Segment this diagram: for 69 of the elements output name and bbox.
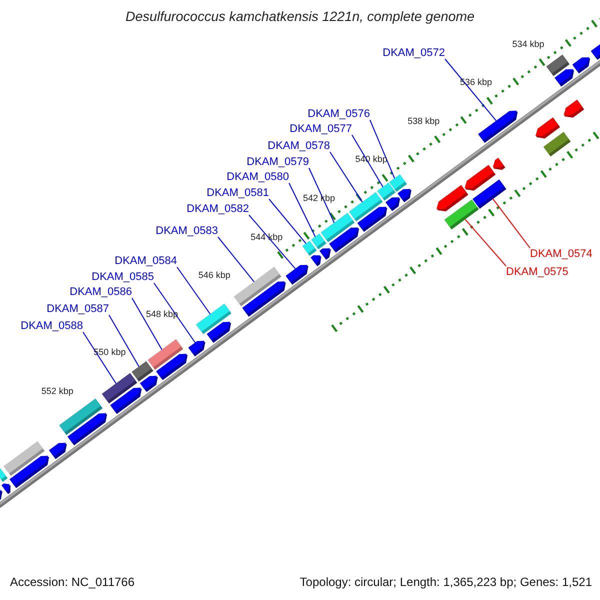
gene-block — [242, 281, 286, 317]
gene-block — [10, 456, 50, 488]
leader-line — [248, 214, 296, 270]
leader-line — [464, 218, 506, 266]
gene-block — [386, 197, 400, 212]
gene-block — [140, 376, 158, 392]
leader-line — [492, 198, 530, 248]
gene-label: DKAM_0579 — [246, 156, 309, 168]
gene-label: DKAM_0576 — [308, 108, 370, 120]
gene-block — [310, 255, 322, 266]
leader-line — [218, 236, 255, 282]
scale-label: 538 kbp — [408, 116, 440, 126]
leader-line — [268, 198, 306, 244]
gene-block — [492, 158, 506, 170]
leader-line — [132, 298, 162, 350]
map-title: Desulfurococcus kamchatkensis 1221n, complete genome — [124, 9, 476, 24]
leader-line — [370, 120, 396, 179]
gene-label: DKAM_0575 — [506, 266, 568, 278]
gene-box — [0, 468, 8, 482]
gene-label: DKAM_0587 — [46, 303, 109, 315]
gene-box — [543, 132, 571, 156]
gene-box — [472, 179, 506, 209]
gene-block — [535, 118, 560, 138]
scale-label: 544 kbp — [250, 232, 283, 242]
leader-line — [444, 58, 497, 122]
gene-label: DKAM_0586 — [70, 286, 132, 298]
gene-block — [357, 206, 388, 232]
gene-label: DKAM_0572 — [382, 47, 445, 59]
gene-block — [398, 188, 412, 202]
gene-label: DKAM_0578 — [268, 140, 330, 152]
gene-block — [554, 69, 574, 87]
gene-block — [206, 322, 232, 343]
leader-line — [154, 282, 196, 344]
leader-line — [288, 182, 316, 238]
gene-block — [188, 340, 206, 356]
gene-block — [590, 42, 600, 60]
gene-block — [156, 354, 188, 380]
leader-line — [82, 332, 117, 384]
gene-block — [329, 227, 360, 253]
gene-block — [320, 248, 331, 260]
gene-label: DKAM_0580 — [226, 171, 289, 183]
accession-text: Accession: NC_011766 — [10, 575, 135, 589]
gene-block — [572, 57, 590, 74]
leader-line — [308, 168, 335, 224]
scale-label: 552 kbp — [41, 386, 74, 396]
gene-label: DKAM_0581 — [206, 187, 269, 199]
genome-summary-text: Topology: circular; Length: 1,365,223 bp; Genes: 1,521 — [300, 575, 592, 589]
gene-box — [444, 200, 479, 230]
gene-block — [286, 264, 308, 285]
gene-label: DKAM_0585 — [92, 271, 154, 283]
leader-line — [176, 266, 211, 315]
gene-label: DKAM_0584 — [114, 255, 177, 267]
gene-label: DKAM_0577 — [290, 123, 352, 135]
leader-line — [330, 152, 363, 203]
leader-line — [352, 134, 384, 188]
gene-box — [389, 174, 407, 192]
gene-block — [478, 110, 518, 143]
leader-line — [108, 314, 140, 368]
gene-label: DKAM_0583 — [156, 225, 218, 237]
scale-label: 546 kbp — [198, 270, 230, 280]
gene-label: DKAM_0574 — [530, 248, 592, 260]
gene-block — [564, 100, 584, 118]
gene-label: DKAM_0588 — [20, 320, 83, 332]
gene-block — [0, 490, 2, 502]
gene-block — [110, 388, 142, 414]
gene-block — [49, 442, 67, 460]
scale-label: 534 kbp — [512, 38, 544, 49]
gene-block — [68, 413, 108, 446]
gene-label: DKAM_0582 — [186, 203, 249, 215]
